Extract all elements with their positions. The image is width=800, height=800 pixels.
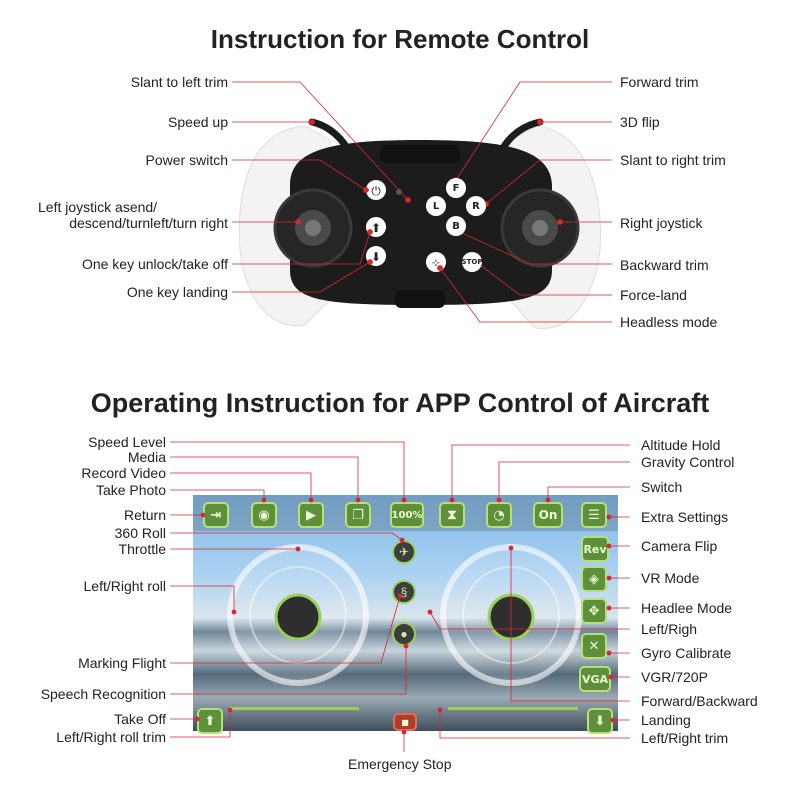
label-gyro-calibrate: Gyro Calibrate (641, 645, 732, 661)
gravity-control-button[interactable]: ◔ (486, 502, 512, 528)
app-screen (193, 495, 618, 731)
label-3d-flip: 3D flip (620, 114, 660, 130)
label-landing: Landing (641, 712, 691, 728)
headless-icon: ✥ (588, 603, 600, 619)
right-trim-button[interactable]: R (466, 196, 486, 216)
label-speech-recognition: Speech Recognition (40, 686, 166, 702)
label-record-video: Record Video (81, 465, 166, 481)
left-trim-button[interactable]: L (426, 196, 446, 216)
stop-icon: ■ (401, 717, 409, 727)
extra-settings-button[interactable]: ☰ (581, 502, 607, 528)
menu-grid-icon: ☰ (588, 507, 600, 523)
label-slant-right-trim: Slant to right trim (620, 152, 726, 168)
altitude-hold-button[interactable]: ⧗ (439, 502, 465, 528)
label-left-joystick-line1: Left joystick asend/ (38, 199, 158, 215)
arrow-up-icon: ⬆ (204, 713, 216, 729)
forward-trim-button[interactable]: F (446, 178, 466, 198)
label-power-switch: Power switch (145, 152, 228, 168)
hourglass-icon: ⧗ (447, 507, 457, 523)
svg-text:⬇: ⬇ (371, 250, 381, 264)
label-vr-mode: VR Mode (641, 570, 700, 586)
label-speed-level: Speed Level (88, 434, 166, 450)
label-left-right-roll-trim: Left/Right roll trim (56, 729, 166, 745)
remote-controller-illustration: ⏻ ⬆ ⬇ ⊹ (232, 81, 612, 329)
return-icon: ⇥ (210, 507, 222, 523)
gyro-icon: ✕ (588, 638, 600, 654)
label-marking-flight: Marking Flight (78, 655, 166, 671)
drone-icon: ✈ (398, 545, 410, 559)
label-throttle: Throttle (118, 541, 166, 557)
label-force-land: Force-land (620, 287, 687, 303)
camera-icon: ◉ (258, 507, 270, 523)
label-headless-mode: Headless mode (620, 314, 718, 330)
label-unlock-takeoff: One key unlock/take off (81, 256, 228, 272)
switch-toggle[interactable]: On (533, 502, 563, 528)
media-icon: ❐ (352, 507, 364, 523)
svg-text:⬆: ⬆ (371, 221, 381, 235)
svg-text:⊹: ⊹ (432, 258, 440, 269)
record-video-button[interactable]: ▶ (298, 502, 324, 528)
remote-section-title: Instruction for Remote Control (210, 24, 590, 54)
label-360-roll: 360 Roll (114, 525, 166, 541)
label-forward-backward: Forward/Backward (641, 693, 758, 709)
return-button[interactable]: ⇥ (203, 502, 229, 528)
label-right-joystick: Right joystick (620, 215, 703, 231)
label-camera-flip: Camera Flip (641, 538, 718, 554)
label-left-righ: Left/Righ (641, 621, 698, 637)
label-switch: Switch (641, 479, 683, 495)
speed-level-button[interactable]: 100% (390, 502, 424, 528)
microphone-icon: ● (400, 627, 408, 641)
label-forward-trim: Forward trim (620, 74, 699, 90)
headless-mode-button[interactable]: ✥ (581, 598, 607, 624)
label-left-right-trim: Left/Right trim (641, 730, 729, 746)
vga-720p-button[interactable]: VGA (579, 666, 611, 692)
svg-text:⏻: ⏻ (371, 184, 381, 198)
label-return: Return (123, 507, 166, 523)
label-slant-left-trim: Slant to left trim (130, 74, 228, 90)
label-media: Media (127, 449, 166, 465)
joystick-overlay (227, 544, 582, 710)
media-button[interactable]: ❐ (345, 502, 371, 528)
backward-trim-button[interactable]: B (446, 216, 466, 236)
marking-flight-button[interactable]: § (392, 580, 416, 604)
speech-recognition-button[interactable]: ● (392, 622, 416, 646)
label-emergency-stop: Emergency Stop (348, 756, 452, 772)
gyro-calibrate-button[interactable]: ✕ (581, 633, 607, 659)
video-icon: ▶ (306, 507, 316, 523)
path-icon: § (400, 585, 408, 599)
label-altitude-hold: Altitude Hold (641, 437, 721, 453)
vr-icon: ◈ (589, 571, 599, 587)
label-take-photo: Take Photo (95, 482, 166, 498)
app-section-title: Operating Instruction for APP Control of… (90, 388, 710, 418)
take-photo-button[interactable]: ◉ (251, 502, 277, 528)
gravity-icon: ◔ (493, 507, 505, 523)
camera-flip-button[interactable]: Rev (581, 536, 609, 562)
landing-button[interactable]: ⬇ (587, 708, 613, 734)
label-left-right-roll: Left/Right roll (83, 578, 166, 594)
label-left-joystick-line2: descend/turnleft/turn right (69, 215, 228, 231)
label-speed-up: Speed up (168, 114, 228, 130)
arrow-down-icon: ⬇ (594, 713, 606, 729)
label-headlee-mode: Headlee Mode (641, 600, 733, 616)
label-key-landing: One key landing (126, 284, 228, 300)
label-extra-settings: Extra Settings (641, 509, 729, 525)
vr-mode-button[interactable]: ◈ (581, 566, 607, 592)
emergency-stop-button[interactable]: ■ (393, 713, 417, 731)
stop-button[interactable]: STOP (462, 252, 482, 272)
take-off-button[interactable]: ⬆ (197, 708, 223, 734)
label-gravity-control: Gravity Control (641, 454, 735, 470)
label-backward-trim: Backward trim (620, 257, 709, 273)
roll-360-button[interactable]: ✈ (392, 540, 416, 564)
label-vgr-720p: VGR/720P (641, 669, 708, 685)
label-take-off: Take Off (114, 711, 166, 727)
